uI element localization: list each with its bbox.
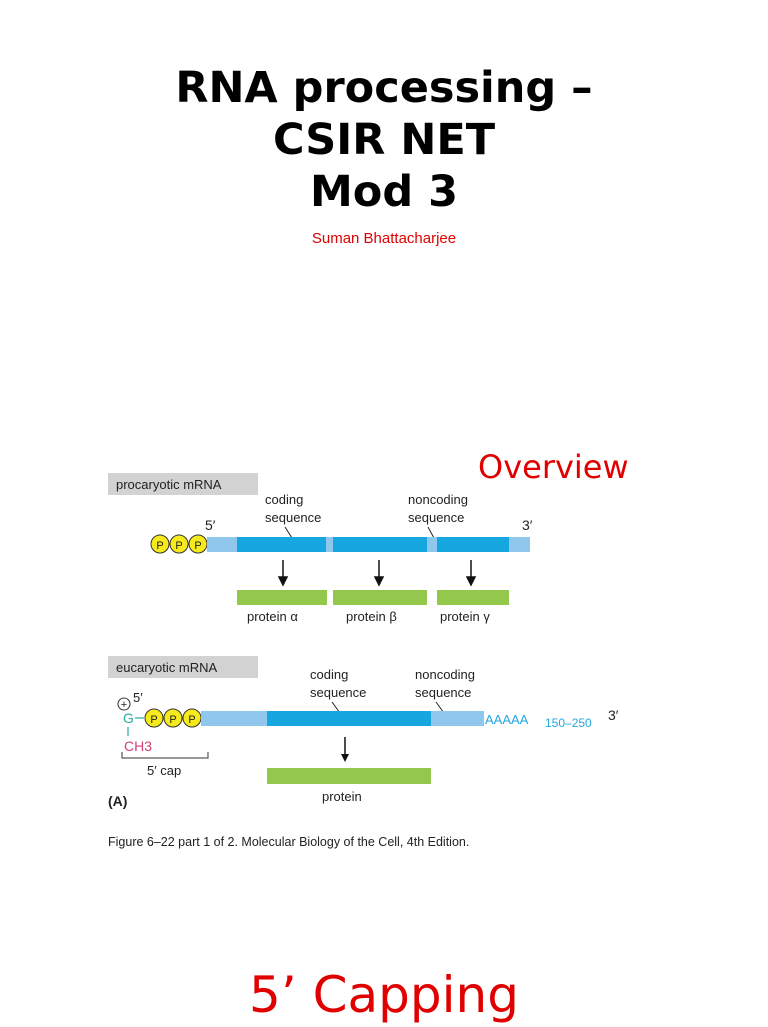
eucaryotic-label: eucaryotic mRNA [116,660,217,675]
procaryotic-translation-arrows [277,560,477,587]
procaryotic-coding-label-2: sequence [265,510,321,525]
eucaryotic-protein-bar [267,768,431,784]
phosphate-label: P [169,714,176,726]
arrow-head-icon [465,576,477,587]
procaryotic-label-box [108,473,258,495]
author-name: Suman Bhattacharjee [311,230,457,247]
phosphate-label: P [188,714,195,726]
slide-title: RNA processing – CSIR NET Mod 3 [0,62,768,218]
eucaryotic-three-prime: 3′ [608,707,619,723]
cap-bracket [121,752,209,759]
arrow-head-icon [341,754,349,762]
protein-alpha-bar [237,590,327,605]
procaryotic-coding-segment [333,537,427,552]
eucaryotic-phosphates: P P P [144,708,202,728]
protein-gamma-bar [437,590,509,605]
procaryotic-phosphates: P P P [150,534,208,554]
procaryotic-five-prime: 5′ [205,517,216,533]
eucaryotic-coding-segment [267,711,431,726]
phosphate-icon [163,708,183,728]
phosphate-icon [150,534,170,554]
procaryotic-coding-label-1: coding [265,492,303,507]
protein-gamma-label: protein γ [440,609,490,624]
phosphate-icon [169,534,189,554]
eucaryotic-coding-label-1: coding [310,667,348,682]
arrow-head-icon [373,576,385,587]
procaryotic-coding-segment [237,537,326,552]
cap-methyl: CH3 [124,738,152,754]
cap-label: 5′ cap [147,763,181,778]
plus-sign: + [121,699,127,711]
plus-circle-icon [117,697,131,711]
procaryotic-label: procaryotic mRNA [116,477,222,492]
procaryotic-noncoding-label-1: noncoding [408,492,468,507]
phosphate-label: P [156,540,163,552]
protein-beta-label: protein β [346,609,397,624]
figure-caption: Figure 6–22 part 1 of 2. Molecular Biolo… [108,835,469,849]
phosphate-icon [144,708,164,728]
procaryotic-coding-segment [437,537,509,552]
phosphate-label: P [150,714,157,726]
eucaryotic-protein-label: protein [322,789,362,804]
arrow-head-icon [277,576,289,587]
procaryotic-three-prime: 3′ [522,517,533,533]
protein-alpha-label: protein α [247,609,298,624]
overview-heading: Overview [478,448,629,486]
protein-beta-bar [333,590,427,605]
eucaryotic-coding-label-2: sequence [310,685,366,700]
eucaryotic-label-box [108,656,258,678]
procaryotic-noncoding-label-2: sequence [408,510,464,525]
mrna-figure: procaryotic mRNA coding sequence noncodi… [108,473,619,849]
poly-a-tail: AAAAA [485,712,529,727]
phosphate-label: P [194,540,201,552]
eucaryotic-noncoding-label-2: sequence [415,685,471,700]
procaryotic-noncoding-pointer [427,526,435,539]
eucaryotic-five-prime: 5′ [133,690,143,705]
title-line-2: CSIR NET [272,115,496,165]
poly-a-length: 150–250 [545,716,592,730]
title-line-3: Mod 3 [309,167,458,217]
cap-guanine: G [123,710,134,726]
phosphate-label: P [175,540,182,552]
title-line-1: RNA processing – [175,63,593,113]
eucaryotic-noncoding-label-1: noncoding [415,667,475,682]
procaryotic-coding-pointer [284,526,293,539]
panel-label: (A) [108,793,127,809]
title-slide: RNA processing – CSIR NET Mod 3 Suman Bh… [0,0,768,290]
capping-heading: 5’ Capping [249,966,519,1024]
